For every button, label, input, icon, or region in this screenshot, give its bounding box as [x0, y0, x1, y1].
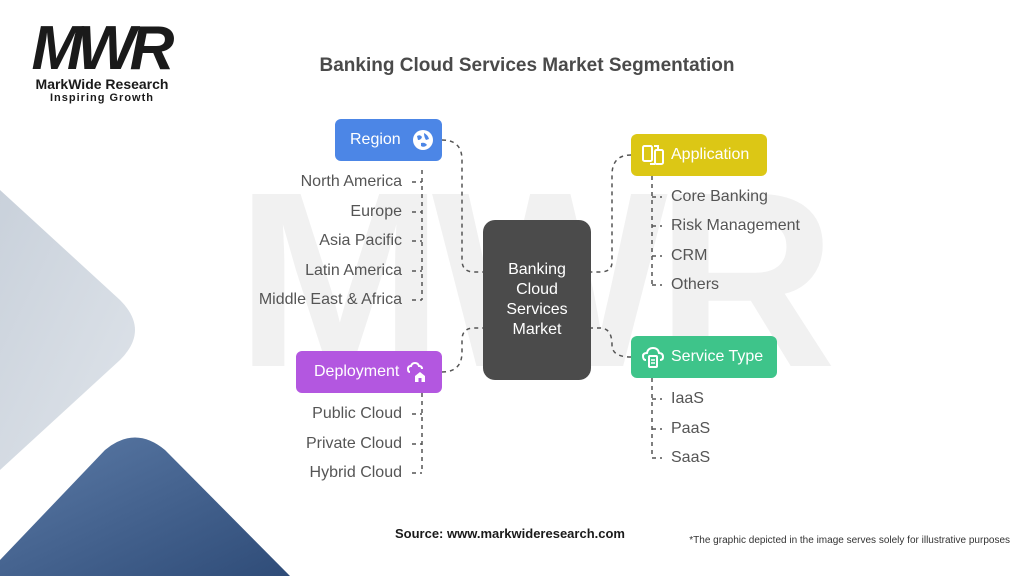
- deployment-item: Public Cloud: [312, 405, 402, 422]
- center-node-label: Banking Cloud Services Market: [506, 261, 568, 338]
- service-type-item: SaaS: [671, 449, 711, 466]
- diagram-title: Banking Cloud Services Market Segmentati…: [319, 55, 735, 76]
- application-item: Others: [671, 276, 720, 293]
- segment-application: Application: [631, 134, 767, 176]
- globe-icon: [411, 128, 435, 152]
- segment-region-label: Region: [350, 131, 401, 148]
- region-item: Latin America: [305, 262, 402, 279]
- cloud-home-icon: [405, 360, 429, 384]
- deployment-item: Private Cloud: [305, 435, 402, 452]
- mobile-transfer-icon: [641, 143, 665, 167]
- logo: MWR: [31, 14, 175, 83]
- segment-service-type-label: Service Type: [671, 348, 764, 365]
- segment-region: Region: [335, 119, 442, 161]
- logo-tagline: Inspiring Growth: [50, 92, 154, 104]
- footnote: *The graphic depicted in the image serve…: [689, 535, 1010, 546]
- service-type-item: PaaS: [671, 420, 711, 437]
- region-item: Europe: [350, 203, 402, 220]
- deployment-item: Hybrid Cloud: [309, 464, 402, 481]
- logo-company-name: MarkWide Research: [35, 76, 169, 92]
- application-item: Risk Management: [671, 217, 800, 234]
- segment-deployment-label: Deployment: [314, 363, 400, 380]
- segment-deployment: Deployment: [296, 351, 442, 393]
- region-item: Middle East & Africa: [258, 291, 402, 308]
- source-text: Source: www.markwideresearch.com: [394, 526, 625, 541]
- application-item: Core Banking: [671, 188, 768, 205]
- segment-service-type: Service Type: [631, 336, 777, 378]
- center-node: Banking Cloud Services Market: [483, 220, 591, 380]
- cloud-server-icon: [641, 345, 665, 369]
- region-item: North America: [300, 173, 402, 190]
- region-item: Asia Pacific: [319, 232, 402, 249]
- segment-application-label: Application: [671, 146, 750, 163]
- background-shape-lower: [0, 437, 290, 576]
- application-item: CRM: [671, 247, 708, 264]
- service-type-item: IaaS: [671, 390, 704, 407]
